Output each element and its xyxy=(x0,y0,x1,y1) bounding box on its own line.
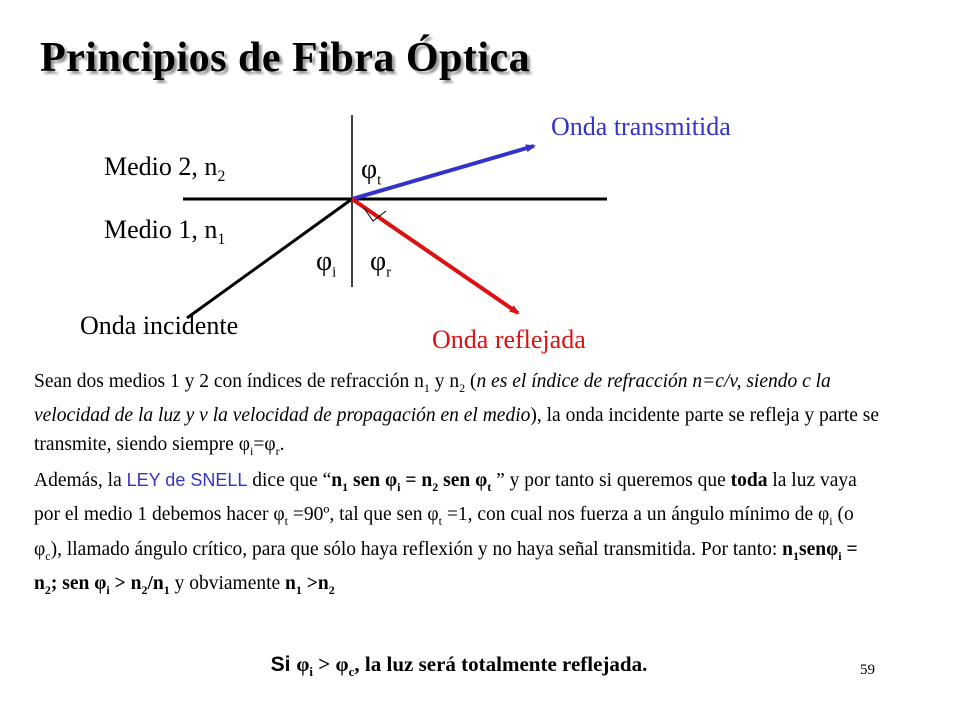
transmitted-wave-label: Onda transmitida xyxy=(551,112,731,141)
explanation-text: Sean dos medios 1 y 2 con índices de ref… xyxy=(34,368,884,605)
angle-reflected-label: φr xyxy=(370,246,392,281)
slide-title: Principios de Fibra Óptica xyxy=(40,35,531,81)
index-inequality: n1 >n2 xyxy=(285,573,335,597)
incident-ray xyxy=(186,197,353,320)
critical-angle-formula: n1senφi = n2; sen φi > n2/n1 xyxy=(34,538,858,597)
paragraph-definitions: Sean dos medios 1 y 2 con índices de ref… xyxy=(34,371,880,458)
medium2-label: Medio 2, n2 xyxy=(104,152,226,186)
reflected-wave-label: Onda reflejada xyxy=(432,325,586,354)
transmitted-ray xyxy=(351,144,536,201)
right-angle-marker xyxy=(363,207,387,222)
angle-transmitted-label: φt xyxy=(361,154,382,189)
snell-formula: n1 sen φi = n2 sen φt xyxy=(331,469,492,494)
page-number: 59 xyxy=(860,662,875,678)
angle-incident-label: φi xyxy=(316,246,337,281)
medium1-label: Medio 1, n1 xyxy=(104,215,226,249)
incident-wave-label: Onda incidente xyxy=(80,311,239,340)
reflected-ray xyxy=(350,197,520,315)
paragraph-snell: Además, la LEY de SNELL dice que “n1 sen… xyxy=(34,469,858,597)
conclusion-text: Si φi > φc, la luz será totalmente refle… xyxy=(270,652,648,680)
snell-law-label: LEY de SNELL xyxy=(126,469,248,490)
